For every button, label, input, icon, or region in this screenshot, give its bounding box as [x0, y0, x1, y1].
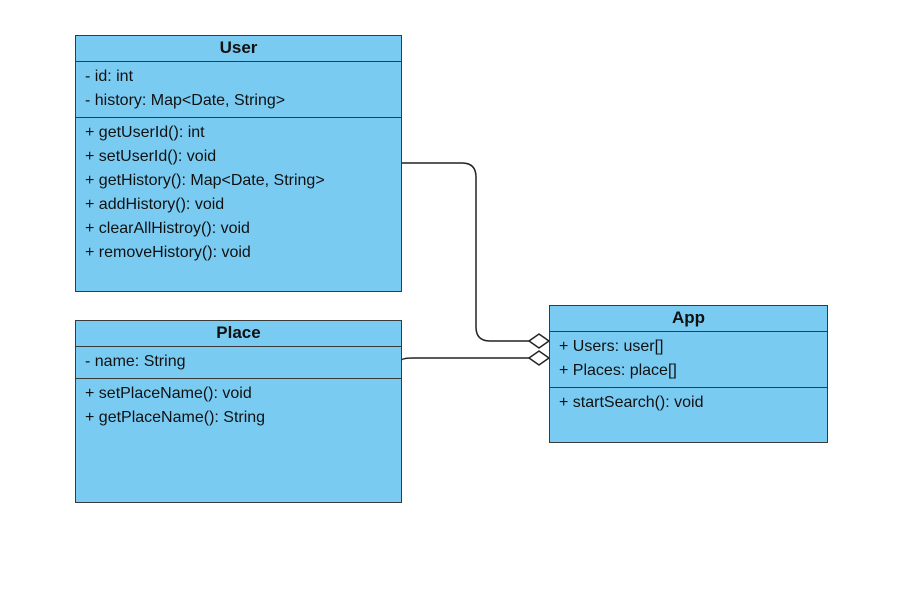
- place-class-name: Place: [76, 321, 401, 347]
- app-attribute: + Users: user[]: [559, 338, 664, 355]
- user-class-name: User: [76, 36, 401, 62]
- user-method: + addHistory(): void: [85, 196, 225, 213]
- user-method: + setUserId(): void: [85, 148, 217, 165]
- app-attribute: + Places: place[]: [559, 362, 677, 379]
- place-app-aggregation-line: [400, 357, 529, 362]
- user-attribute: - history: Map<Date, String>: [85, 92, 286, 109]
- user-app-aggregation-line: [401, 162, 529, 342]
- user-attribute: - id: int: [85, 68, 134, 85]
- place-methods: + setPlaceName(): void + getPlaceName():…: [76, 379, 401, 433]
- place-method: + setPlaceName(): void: [85, 385, 252, 402]
- place-attributes: - name: String: [76, 347, 401, 379]
- user-attributes: - id: int - history: Map<Date, String>: [76, 62, 401, 118]
- place-method: + getPlaceName(): String: [85, 409, 266, 426]
- user-methods: + getUserId(): int + setUserId(): void +…: [76, 118, 401, 268]
- user-method: + getHistory(): Map<Date, String>: [85, 172, 325, 189]
- place-attribute: - name: String: [85, 353, 186, 370]
- user-method: + getUserId(): int: [85, 124, 205, 141]
- user-method: + clearAllHistroy(): void: [85, 220, 250, 237]
- app-methods: + startSearch(): void: [550, 388, 827, 418]
- user-app-aggregation-diamond: [527, 333, 551, 349]
- place-app-aggregation-diamond: [527, 350, 551, 366]
- place-class[interactable]: Place - name: String + setPlaceName(): v…: [75, 320, 402, 503]
- user-class[interactable]: User - id: int - history: Map<Date, Stri…: [75, 35, 402, 292]
- app-attributes: + Users: user[] + Places: place[]: [550, 332, 827, 388]
- app-class[interactable]: App + Users: user[] + Places: place[] + …: [549, 305, 828, 443]
- app-method: + startSearch(): void: [559, 394, 704, 411]
- user-method: + removeHistory(): void: [85, 244, 251, 261]
- app-class-name: App: [550, 306, 827, 332]
